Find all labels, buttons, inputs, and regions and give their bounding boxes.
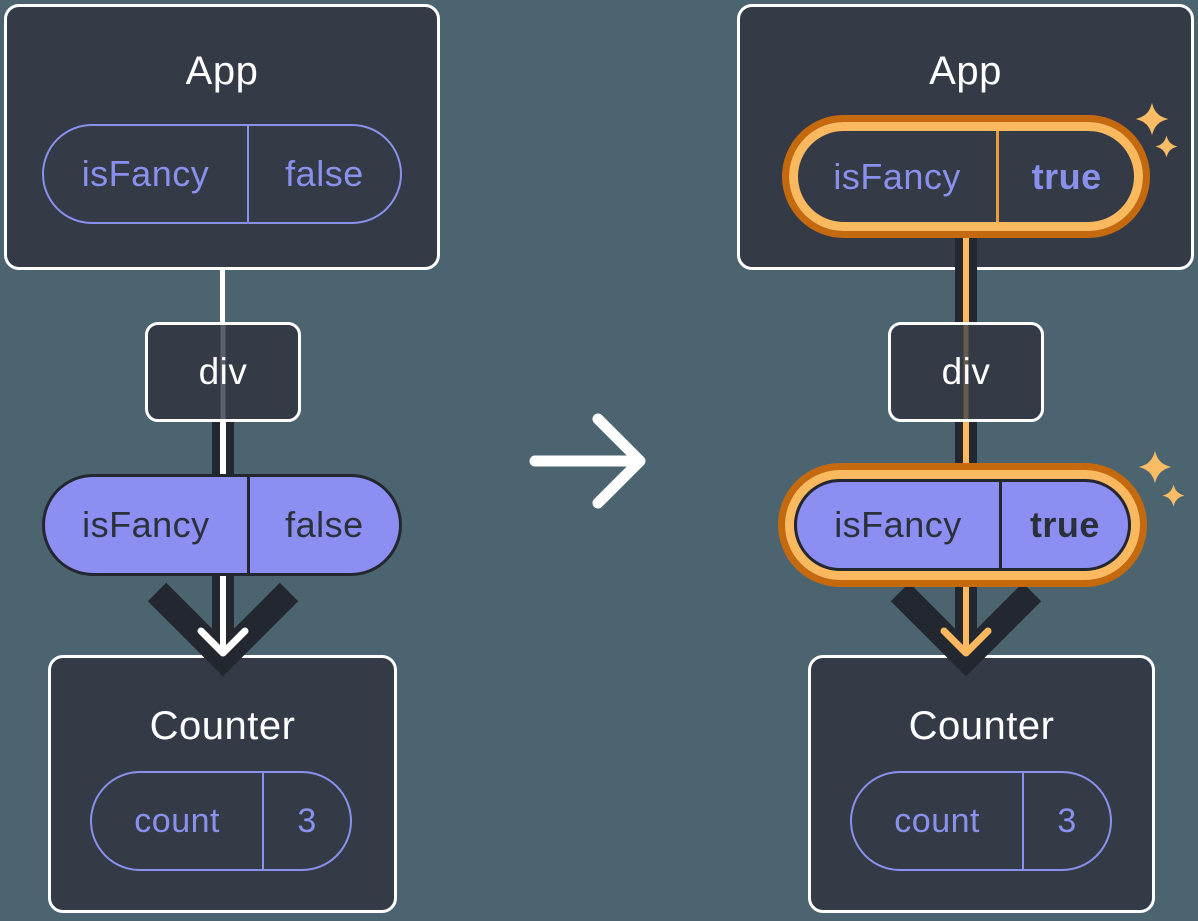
parent-child-connector bbox=[963, 231, 969, 322]
prop-flow-line bbox=[220, 325, 226, 419]
prop-pill: isFancy true bbox=[794, 479, 1131, 571]
arrow-down-icon bbox=[197, 627, 249, 657]
arrow-head-outline-icon bbox=[147, 582, 299, 677]
highlight-ring: isFancy true bbox=[782, 115, 1150, 238]
prop-name-label: isFancy bbox=[834, 504, 962, 545]
state-value-label: 3 bbox=[262, 773, 350, 869]
parent-child-connector bbox=[220, 268, 225, 324]
prop-value-label: true bbox=[998, 482, 1128, 568]
highlight-ring-inner: isFancy true bbox=[789, 122, 1143, 231]
sparkle-icon bbox=[1162, 484, 1185, 507]
count-state-pill: count 3 bbox=[850, 771, 1112, 871]
state-name-label: count bbox=[134, 801, 220, 840]
prop-value-label: false bbox=[246, 477, 399, 573]
div-card: div bbox=[145, 322, 301, 422]
state-value-label: 3 bbox=[1022, 773, 1110, 869]
state-name-label: isFancy bbox=[833, 155, 961, 197]
state-name-label: isFancy bbox=[81, 153, 210, 194]
arrow-down-icon bbox=[940, 627, 992, 657]
sparkle-icon bbox=[1135, 102, 1169, 136]
counter-title: Counter bbox=[908, 704, 1055, 748]
prop-flow-line bbox=[963, 325, 969, 419]
app-state-pill: isFancy true bbox=[798, 131, 1134, 222]
app-title: App bbox=[185, 49, 259, 93]
state-value-label: true bbox=[996, 131, 1134, 222]
highlight-ring-inner: isFancy true bbox=[785, 470, 1140, 580]
prop-pill: isFancy false bbox=[42, 474, 402, 576]
app-state-pill: isFancy false bbox=[42, 124, 402, 224]
state-value-label: false bbox=[246, 126, 400, 222]
div-label: div bbox=[941, 351, 991, 392]
app-title: App bbox=[929, 49, 1002, 93]
highlight-ring: isFancy true bbox=[778, 463, 1147, 587]
sparkle-icon bbox=[1138, 450, 1172, 484]
transition-arrow-icon bbox=[529, 413, 646, 509]
prop-name-label: isFancy bbox=[82, 504, 210, 545]
div-card: div bbox=[888, 322, 1044, 422]
arrow-head-outline-icon bbox=[890, 582, 1042, 677]
count-state-pill: count 3 bbox=[90, 771, 352, 871]
div-label: div bbox=[198, 351, 248, 392]
sparkle-icon bbox=[1155, 135, 1178, 158]
state-name-label: count bbox=[894, 801, 980, 840]
counter-title: Counter bbox=[149, 704, 296, 748]
